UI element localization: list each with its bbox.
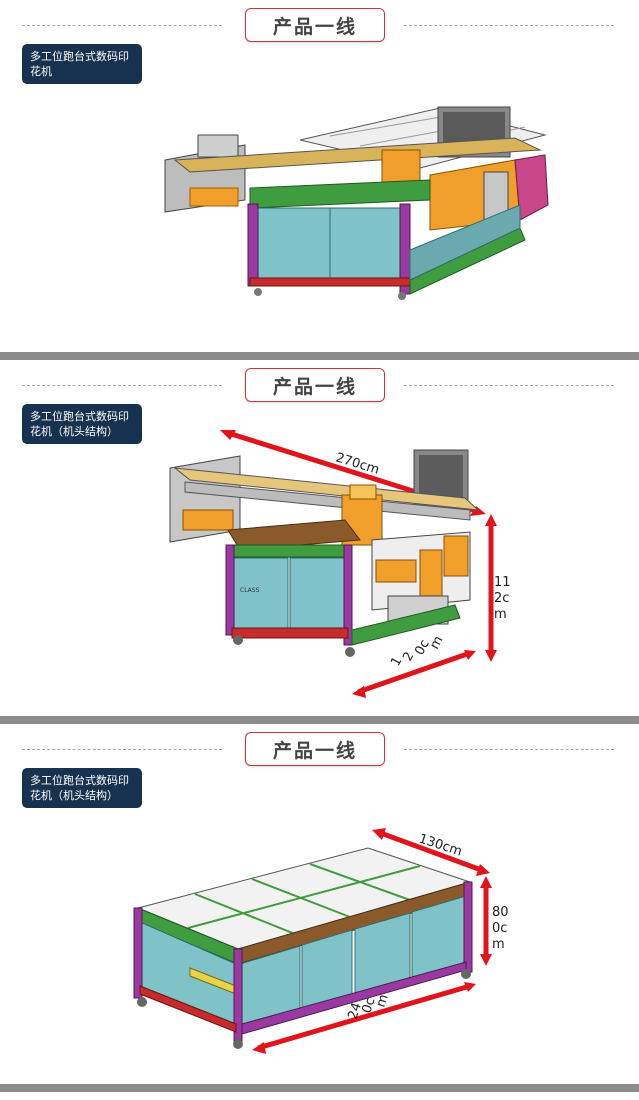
dimension-depth-line-4: m: [427, 634, 446, 652]
dimension-height-line-3: m: [492, 937, 505, 952]
product-section-2: 产品一线 多工位跑台式数码印花机（机头结构） 270cm CLASS: [0, 360, 639, 716]
dimension-height-line-1: 11: [494, 575, 511, 590]
dimension-length-line-1: 24: [346, 1001, 365, 1021]
print-head-illustration: 270cm CLASS 11 2c m: [169, 429, 511, 698]
section-divider: [0, 716, 639, 724]
section-title-row: 产品一线: [0, 368, 639, 402]
work-table-illustration: 130cm 80 0c m: [133, 828, 509, 1054]
dimension-height-line-2: 0c: [492, 921, 507, 936]
dimension-height-line-3: m: [494, 607, 507, 622]
dimension-height-line-1: 80: [492, 905, 509, 920]
product-name-tag: 多工位跑台式数码印花机（机头结构）: [22, 768, 142, 808]
dimension-length-line-2: 0c: [360, 996, 379, 1015]
dimension-depth-line-3: 0c: [412, 637, 432, 658]
printer-full-illustration: [164, 106, 549, 300]
title-divider-right: [404, 385, 614, 386]
section-title: 产品一线: [245, 8, 385, 42]
title-divider-left: [22, 749, 222, 750]
product-name-tag: 多工位跑台式数码印花机: [22, 44, 142, 84]
product-section-1: 产品一线 多工位跑台式数码印花机: [0, 0, 639, 352]
section-divider: [0, 352, 639, 360]
title-divider-right: [404, 25, 614, 26]
section-title-row: 产品一线: [0, 8, 639, 42]
section-title: 产品一线: [245, 732, 385, 766]
product-section-3: 产品一线 多工位跑台式数码印花机（机头结构） 130cm: [0, 724, 639, 1084]
section-title-row: 产品一线: [0, 732, 639, 766]
dimension-height-line-2: 2c: [494, 591, 509, 606]
product-name-tag: 多工位跑台式数码印花机（机头结构）: [22, 404, 142, 444]
title-divider-left: [22, 385, 222, 386]
title-divider-right: [404, 749, 614, 750]
title-divider-left: [22, 25, 222, 26]
section-divider: [0, 1084, 639, 1092]
svg-text:CLASS: CLASS: [240, 587, 260, 594]
dimension-length-line-3: m: [374, 993, 392, 1010]
section-title: 产品一线: [245, 368, 385, 402]
